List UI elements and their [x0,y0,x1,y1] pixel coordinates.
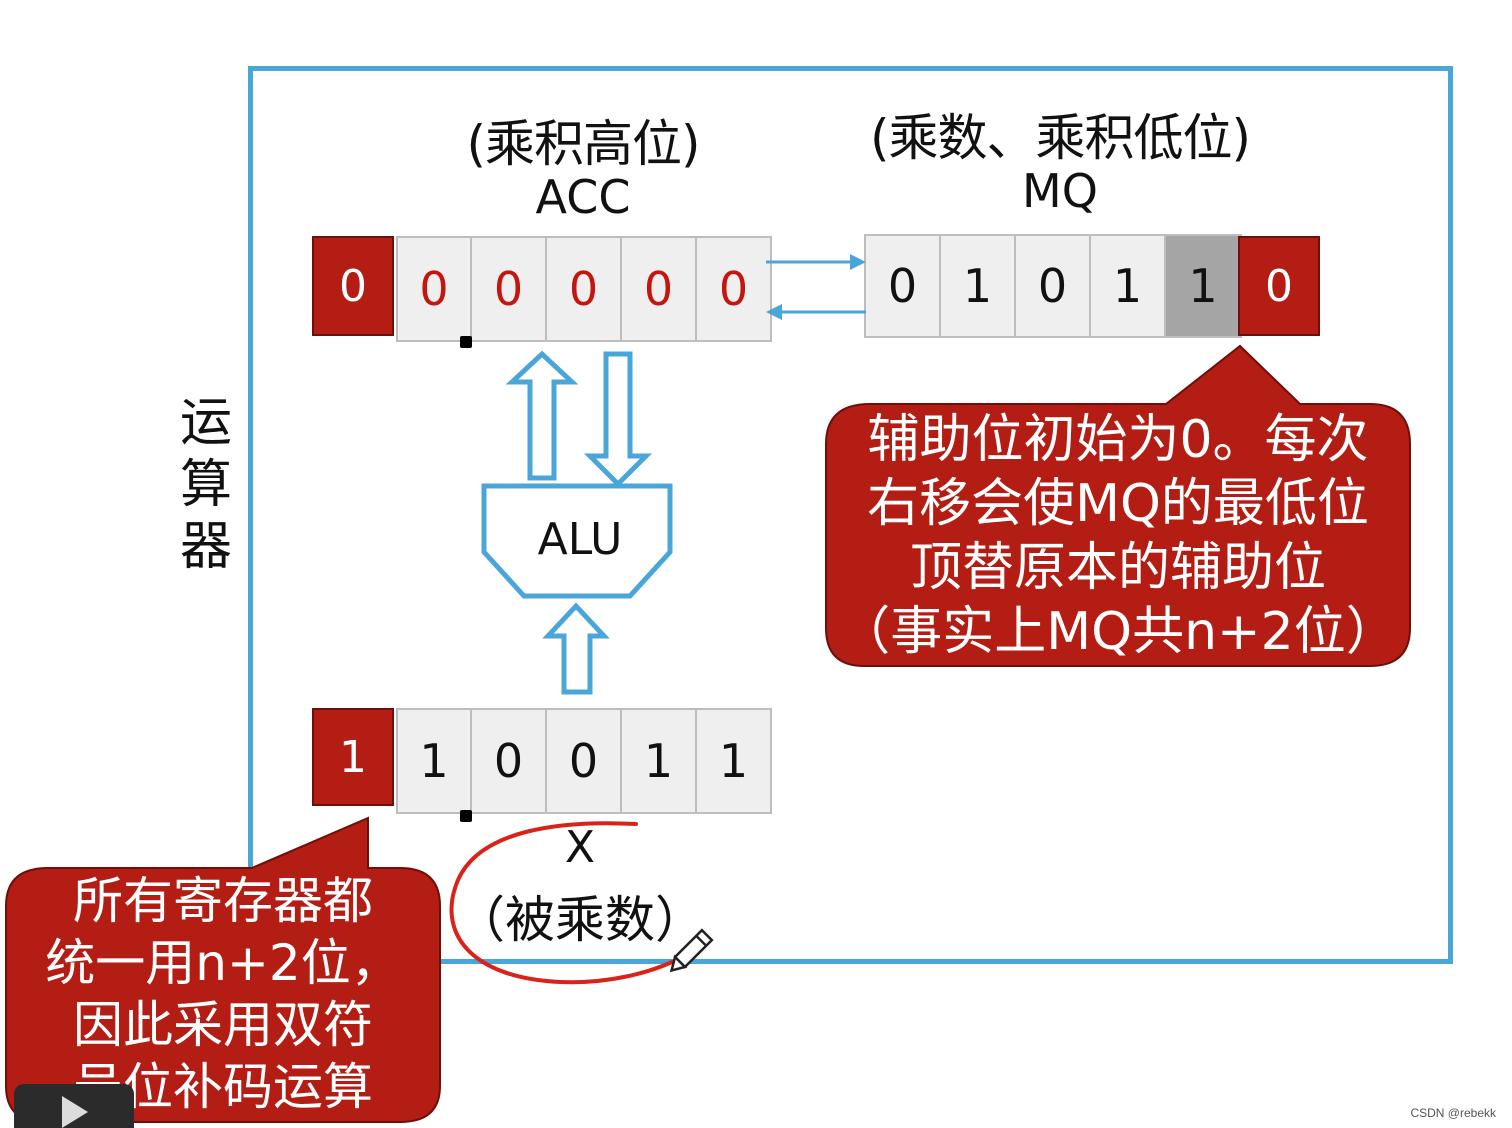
acc-register: 0 0 0 0 0 [396,236,772,342]
x-bit: 1 [620,708,697,814]
x-register: 1 0 0 1 1 [396,708,772,814]
callout-line: 顶替原本的辅助位 [909,538,1326,598]
decimal-point-marker [460,810,472,822]
side-label-char: 运 [179,393,232,453]
left-callout-text: 所有寄存器都 统一用n+2位， 因此采用双符 号位补码运算 [10,870,436,1118]
mq-register: 0 1 0 1 1 [864,234,1242,338]
mq-bit: 0 [864,234,941,338]
x-sign-bit: 1 [312,708,394,806]
callout-line: （事实上MQ共n+2位） [838,602,1398,662]
acc-bit: 0 [470,236,547,342]
x-bit: 1 [396,708,472,814]
decimal-point-marker [460,336,472,348]
callout-line: 统一用n+2位， [45,934,401,992]
x-bit: 0 [470,708,547,814]
callout-line: 因此采用双符 [73,996,373,1054]
callout-line: 辅助位初始为0。每次 [867,410,1369,470]
arithmetic-unit-frame [248,66,1453,964]
acc-sign-bit: 0 [312,236,394,336]
right-callout-text: 辅助位初始为0。每次 右移会使MQ的最低位 顶替原本的辅助位 （事实上MQ共n+… [826,408,1410,664]
acc-bit: 0 [396,236,472,342]
x-bit: 1 [695,708,772,814]
alu-block [481,483,673,599]
hand-drawn-circle-annotation [449,821,674,985]
acc-mq-transfer-arrows [766,254,866,320]
right-callout-bubble [825,344,1411,667]
x-register-title-cn: （被乘数） [455,891,705,949]
pencil-icon [669,928,714,973]
arithmetic-unit-label: 运算器 [176,392,236,578]
left-callout-bubble [5,816,441,1123]
mq-bit: 1 [939,234,1016,338]
acc-title: ACC [535,170,631,224]
mq-aux-bit: 0 [1238,236,1320,336]
acc-bit: 0 [620,236,697,342]
alu-to-acc-arrow [505,350,579,481]
watermark: CSDN @rebekk [1410,1106,1496,1120]
callout-line: 所有寄存器都 [73,872,373,930]
side-label-char: 器 [179,517,232,577]
mq-title: MQ [1022,164,1098,218]
acc-to-alu-arrow [583,351,653,488]
alu-label: ALU [537,514,623,565]
play-icon [62,1096,88,1128]
side-label-char: 算 [179,455,232,515]
acc-bit: 0 [545,236,622,342]
acc-title-cn: (乘积高位) [466,115,700,173]
acc-bit: 0 [695,236,772,342]
mq-lowest-bit: 1 [1164,234,1242,338]
mq-bit: 0 [1014,234,1091,338]
x-to-alu-arrow [542,602,610,695]
x-register-title: X [564,822,596,873]
callout-line: 右移会使MQ的最低位 [867,474,1369,534]
mq-title-cn: (乘数、乘积低位) [869,109,1251,167]
play-button[interactable] [14,1084,134,1128]
